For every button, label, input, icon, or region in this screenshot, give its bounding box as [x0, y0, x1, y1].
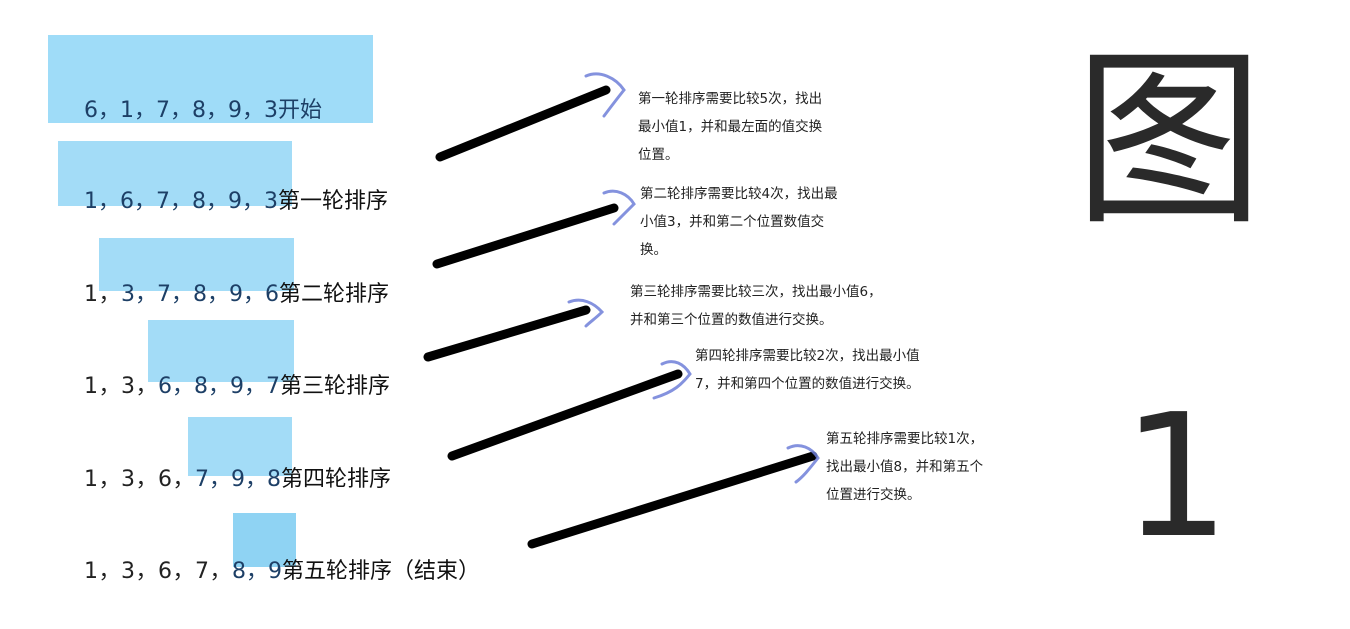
row-numbers-sorted: 1，3，6，7，	[84, 559, 232, 584]
row-label: 第四轮排序	[281, 467, 392, 492]
connector-line-2	[432, 203, 619, 269]
note-line: 第三轮排序需要比较三次，找出最小值6，	[630, 284, 882, 300]
figure-label-char: 图	[1074, 30, 1265, 251]
note-line: 最小值1，并和最左面的值交换	[638, 119, 823, 135]
note-line: 第二轮排序需要比较4次，找出最	[640, 186, 838, 202]
connector-line-1	[435, 85, 611, 162]
highlight-row-3	[148, 320, 294, 382]
note-line: 找出最小值8，并和第五个	[826, 459, 984, 475]
note-line: 第五轮排序需要比较1次，	[826, 431, 984, 447]
row-numbers-highlighted: 6，8，9，7	[158, 374, 280, 399]
row-numbers-highlighted: 8，9	[232, 559, 282, 584]
row-label: 开始	[277, 98, 322, 123]
arrowhead-5	[786, 444, 820, 484]
arrowhead-2	[602, 189, 636, 226]
row-numbers-highlighted: 6，1，7，8，9，3	[84, 98, 278, 123]
note-line: 第一轮排序需要比较5次，找出	[638, 91, 823, 107]
highlight-row-1	[58, 141, 292, 206]
row-round-3: 1，3，6，8，9，7第三轮排序	[70, 342, 390, 402]
note-round-2: 第二轮排序需要比较4次，找出最 小值3，并和第二个位置数值交 换。	[640, 180, 838, 264]
row-numbers-sorted: 1，	[84, 282, 121, 307]
note-line: 第四轮排序需要比较2次，找出最小值	[695, 348, 920, 364]
row-round-1: 1，6，7，8，9，3第一轮排序	[70, 157, 388, 217]
connector-line-5	[527, 451, 818, 549]
figure-label-number: 1	[1122, 378, 1231, 576]
note-line: 位置。	[638, 147, 679, 163]
note-line: 小值3，并和第二个位置数值交	[640, 214, 825, 230]
note-round-1: 第一轮排序需要比较5次，找出 最小值1，并和最左面的值交换 位置。	[638, 85, 822, 169]
note-round-5: 第五轮排序需要比较1次， 找出最小值8，并和第五个 位置进行交换。	[826, 425, 983, 509]
row-label: 第五轮排序（结束）	[282, 559, 481, 584]
highlight-row-2	[99, 238, 294, 291]
row-numbers-sorted: 1，3，	[84, 374, 158, 399]
row-numbers-highlighted: 3，7，8，9，6	[121, 282, 279, 307]
arrowhead-1	[584, 72, 626, 118]
row-start: 6，1，7，8，9，3开始	[70, 66, 322, 126]
row-label: 第二轮排序	[279, 282, 390, 307]
note-line: 7，并和第四个位置的数值进行交换。	[695, 376, 920, 392]
row-round-2: 1，3，7，8，9，6第二轮排序	[70, 250, 389, 310]
note-round-3: 第三轮排序需要比较三次，找出最小值6， 并和第三个位置的数值进行交换。	[630, 278, 882, 334]
row-numbers-sorted: 1，3，6，	[84, 467, 195, 492]
row-round-4: 1，3，6，7，9，8第四轮排序	[70, 435, 391, 495]
highlight-row-4	[188, 417, 292, 476]
connector-line-4	[447, 369, 683, 461]
highlight-row-5	[233, 513, 296, 567]
row-label: 第三轮排序	[280, 374, 391, 399]
note-line: 并和第三个位置的数值进行交换。	[630, 312, 833, 328]
connector-line-3	[423, 305, 591, 362]
highlight-row-0	[48, 35, 373, 123]
row-label: 第一轮排序	[277, 189, 388, 214]
arrowhead-3	[567, 298, 605, 328]
row-numbers-highlighted: 7，9，8	[195, 467, 281, 492]
note-line: 换。	[640, 242, 667, 258]
row-numbers-highlighted: 1，6，7，8，9，3	[84, 189, 278, 214]
arrowhead-4	[652, 360, 692, 400]
note-line: 位置进行交换。	[826, 487, 921, 503]
row-round-5: 1，3，6，7，8，9第五轮排序（结束）	[70, 527, 480, 587]
note-round-4: 第四轮排序需要比较2次，找出最小值 7，并和第四个位置的数值进行交换。	[695, 342, 920, 398]
